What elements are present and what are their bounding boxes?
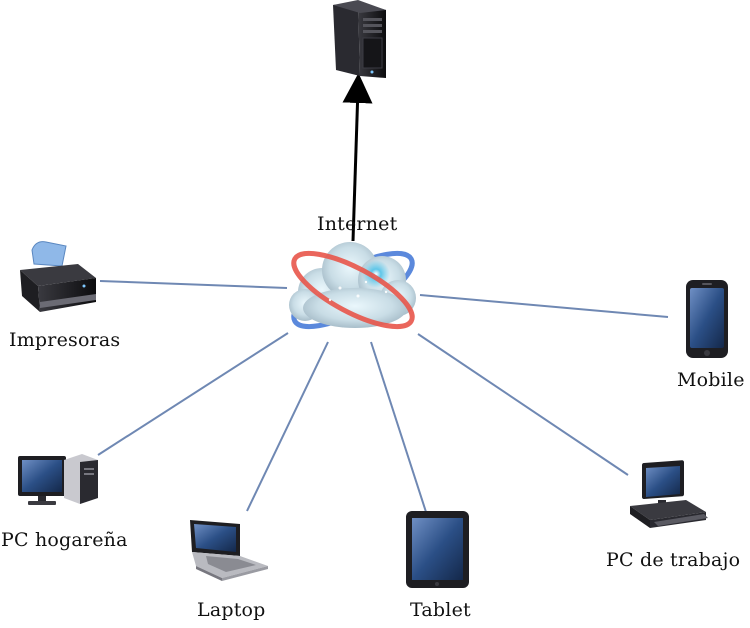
smartphone-icon bbox=[686, 280, 728, 358]
link-printers bbox=[99, 280, 288, 289]
printer-icon bbox=[20, 241, 96, 312]
link-work-pc bbox=[417, 333, 629, 476]
laptop-label: Laptop bbox=[197, 599, 266, 621]
desktop-computer-icon bbox=[18, 454, 98, 505]
link-tablet bbox=[370, 341, 427, 513]
laptop-icon bbox=[190, 520, 268, 581]
printers-label: Impresoras bbox=[9, 329, 121, 351]
tablet-icon bbox=[406, 511, 469, 588]
link-home-pc bbox=[97, 332, 289, 456]
tablet-label: Tablet bbox=[410, 599, 471, 621]
link-mobile bbox=[419, 294, 669, 318]
work-pc-label: PC de trabajo bbox=[606, 549, 741, 571]
workstation-icon bbox=[630, 460, 708, 528]
internet-cloud-icon bbox=[289, 242, 416, 330]
home-pc-label: PC hogareña bbox=[1, 529, 128, 551]
link-laptop bbox=[246, 341, 329, 512]
mobile-label: Mobile bbox=[677, 369, 745, 391]
internet-label: Internet bbox=[317, 213, 398, 235]
connection-lines bbox=[97, 280, 669, 513]
server-tower-icon bbox=[333, 0, 386, 78]
arrow-to-server bbox=[342, 73, 373, 242]
